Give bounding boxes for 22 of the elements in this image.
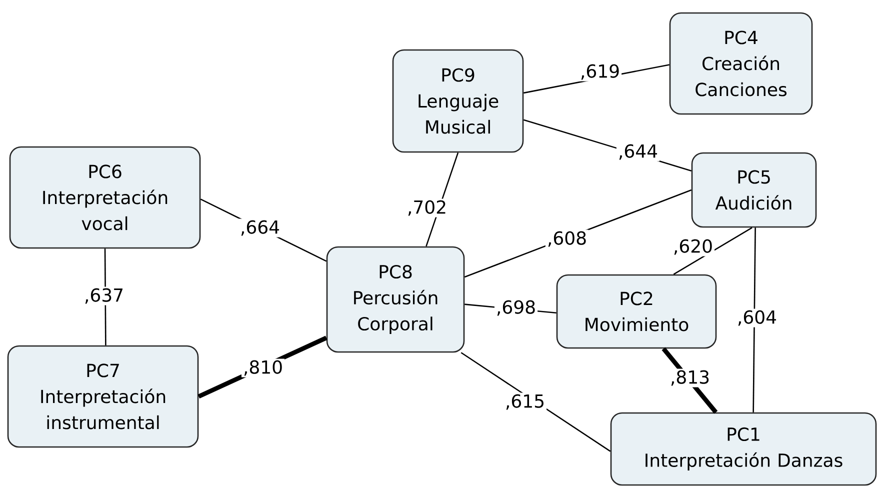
concept-box: PC2 Movimiento — [556, 274, 717, 349]
concept-box: PC1 Interpretación Danzas — [610, 412, 877, 486]
concept-box: PC7 Interpretación instrumental — [7, 345, 199, 448]
edge-label: ,608 — [545, 230, 589, 248]
concept-box: PC8 Percusión Corporal — [326, 246, 465, 353]
concept-box: PC5 Audición — [691, 152, 817, 228]
concept-box: PC6 Interpretación vocal — [9, 146, 201, 249]
edge-label: ,698 — [494, 298, 538, 318]
edge-label: ,637 — [82, 286, 126, 306]
edge-label: ,644 — [616, 142, 660, 162]
edge-label: ,813 — [668, 368, 712, 388]
concept-box: PC9 Lenguaje Musical — [392, 49, 524, 153]
edge-label: ,620 — [671, 238, 715, 256]
connector-line — [752, 228, 756, 412]
edge-label: ,664 — [238, 218, 282, 238]
edge-label: ,604 — [735, 308, 779, 328]
edge-label: ,810 — [241, 358, 285, 378]
edge-label: ,702 — [405, 198, 449, 218]
concept-box: PC4 Creación Canciones — [669, 12, 813, 115]
connector-line — [673, 227, 752, 275]
edge-label: ,615 — [503, 392, 547, 412]
edge-label: ,619 — [578, 62, 622, 82]
